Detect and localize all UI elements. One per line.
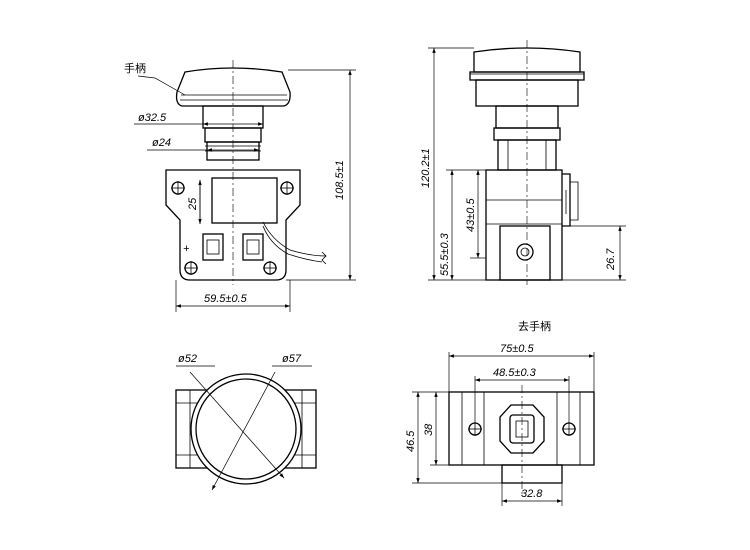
dim-d57: ø57 [282,353,302,365]
dim-w48-5: 48.5±0.3 [493,367,537,379]
dim-h38: 38 [423,423,435,436]
bottom-tab [501,464,563,484]
dim-w59-5: 59.5±0.5 [204,293,248,305]
inner-circle-d52 [195,378,297,480]
front-view: + 手柄 ø32.5 ø24 25 108.5±1 59.5±0.5 [124,60,356,312]
dim-h120-2: 120.2±1 [420,148,432,188]
remove-handle-label: 去手柄 [518,319,551,333]
bottom-view: 去手柄 75±0.5 48.5±0.3 46.5 38 [405,319,595,506]
outer-circle-d57 [190,373,302,485]
terminal [202,233,224,261]
mount-hole [263,261,277,275]
switch-body [165,169,301,281]
handle-leader [137,75,186,96]
bottom-body [448,391,595,466]
dim-d52: ø52 [178,353,197,365]
handle-cap [175,67,291,107]
dim-h55-5: 55.5±0.3 [439,232,451,276]
side-flange [570,181,579,221]
side-lower-block [499,225,551,281]
mount-hole [562,422,576,436]
inner-block [211,177,278,224]
center-nut [499,404,545,454]
dim-h26-7: 26.7 [605,248,617,271]
mount-hole [468,422,482,436]
side-view: 120.2±1 55.5±0.3 43±0.5 26.7 [420,40,626,285]
wire [262,221,327,257]
plus-sign: + [183,243,190,255]
handle-label: 手柄 [124,61,146,75]
terminal [242,233,264,261]
dim-d32-5: ø32.5 [138,112,167,124]
mount-hole [171,181,185,195]
mount-hole [184,261,198,275]
dim-h46-5: 46.5 [405,430,417,452]
mount-hole [280,181,294,195]
dim-h25: 25 [187,197,199,211]
dim-h43: 43±0.5 [465,198,477,232]
dim-h108-5: 108.5±1 [334,160,346,200]
dim-d24: ø24 [152,137,171,149]
top-view: ø52 ø57 [175,353,317,491]
dim-w75: 75±0.5 [500,343,534,355]
side-cap [473,47,581,73]
dim-w32-8: 32.8 [521,488,543,500]
